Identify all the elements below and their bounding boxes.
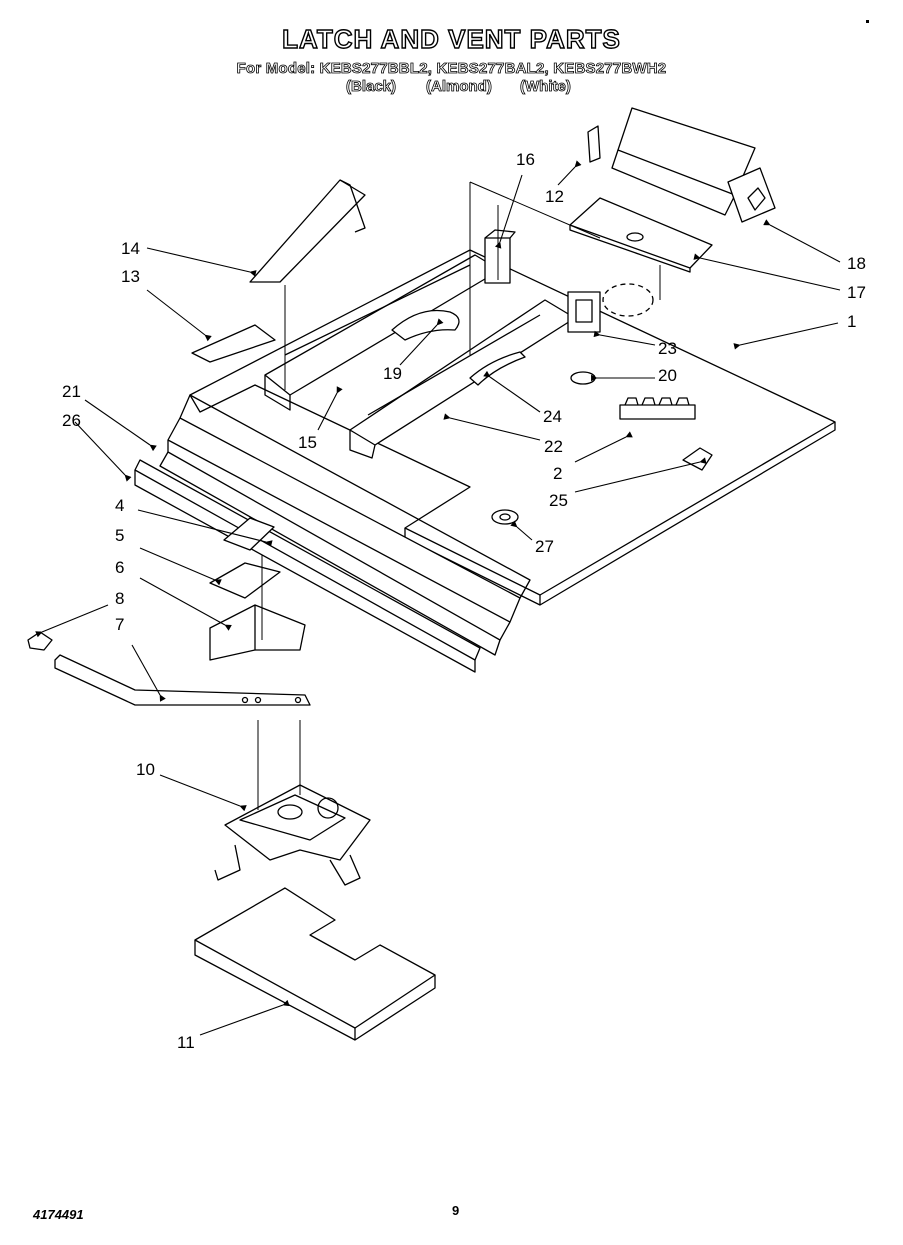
callout-4: 4 [115, 496, 125, 515]
grommet-part [491, 509, 519, 525]
callout-22: 22 [544, 437, 563, 456]
callout-12: 12 [545, 187, 564, 206]
clamp-part-25 [682, 447, 713, 471]
scan-mark [866, 20, 869, 23]
callout-23: 23 [658, 339, 677, 358]
callout-leaders [35, 160, 841, 1036]
vent-blower-part [611, 107, 776, 223]
callout-18: 18 [847, 254, 866, 273]
bracket-box-part-6 [209, 604, 306, 661]
callout-10: 10 [136, 760, 155, 779]
switch-part-4 [223, 517, 275, 551]
gasket-strip-part [134, 459, 481, 673]
callout-1: 1 [847, 312, 857, 331]
vent-plate-part [569, 197, 713, 273]
callout-14: 14 [121, 239, 140, 258]
vent-tube-part [391, 309, 460, 341]
callout-5: 5 [115, 526, 125, 545]
page-title: LATCH AND VENT PARTS [281, 23, 621, 54]
bar-part-13 [191, 324, 276, 363]
block-part-8 [27, 631, 53, 651]
callout-19: 19 [383, 364, 402, 383]
callout-7: 7 [115, 615, 125, 634]
dashed-vent-outline [602, 283, 654, 317]
color-label-white: (White) [520, 78, 572, 96]
callout-26: 26 [62, 411, 81, 430]
color-label-almond: (Almond) [426, 78, 493, 96]
insulator-part-5 [209, 562, 281, 599]
color-label-black: (Black) [346, 78, 397, 96]
callout-20: 20 [658, 366, 677, 385]
callout-11: 11 [177, 1033, 195, 1052]
callout-27: 27 [535, 537, 554, 556]
shield-part-11 [194, 887, 436, 1041]
callout-24: 24 [543, 407, 562, 426]
callout-15: 15 [298, 433, 317, 452]
callout-13: 13 [121, 267, 140, 286]
sleeve-part-12 [587, 125, 601, 163]
callout-16: 16 [516, 150, 535, 169]
callout-17: 17 [847, 283, 866, 302]
callout-2: 2 [553, 464, 563, 483]
page-number: 9 [452, 1203, 460, 1218]
front-trim-channel-part [159, 394, 531, 656]
latch-link-part [54, 654, 311, 706]
callout-25: 25 [549, 491, 568, 510]
duct-part-14 [249, 179, 366, 283]
latch-mechanism-part [214, 784, 371, 886]
terminal-block-part [619, 397, 696, 420]
model-list: For Model: KEBS277BBL2, KEBS277BAL2, KEB… [236, 60, 667, 78]
callout-8: 8 [115, 589, 125, 608]
document-number: 4174491 [33, 1207, 84, 1222]
callout-21: 21 [62, 382, 81, 401]
callout-6: 6 [115, 558, 125, 577]
vent-gasket-part [567, 291, 601, 333]
